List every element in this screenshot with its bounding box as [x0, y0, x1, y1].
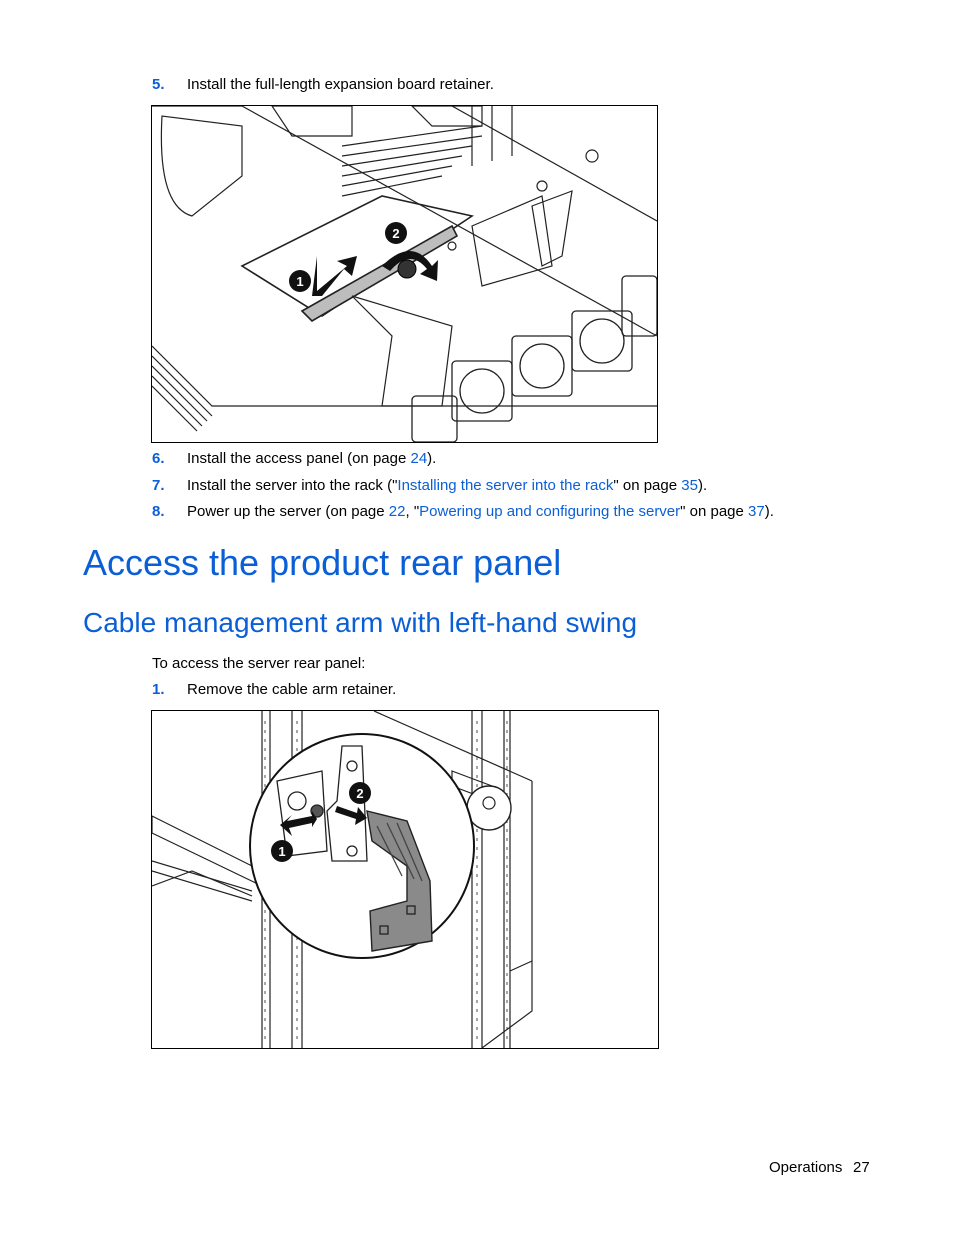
rack-cable-arm-illustration: 1 2 [152, 711, 533, 1048]
step-text-end: ). [764, 503, 774, 520]
svg-text:1: 1 [278, 844, 285, 859]
step-text: Install the server into the rack (" [187, 477, 398, 494]
link-installing-server-into-rack[interactable]: Installing the server into the rack [397, 477, 614, 494]
callout-1: 1 [289, 270, 311, 292]
step-5: 5. Install the full-length expansion boar… [152, 76, 494, 94]
step-text-mid: " on page [613, 477, 682, 494]
step-text: Install the access panel (on page [187, 450, 411, 467]
step-1: 1. Remove the cable arm retainer. [152, 681, 396, 699]
link-powering-up-and-configuring[interactable]: Powering up and configuring the server [419, 503, 681, 520]
step-number: 5. [152, 76, 165, 93]
footer-page-number: 27 [853, 1159, 870, 1176]
page-link-35[interactable]: 35 [681, 477, 698, 494]
step-8: 8. Power up the server (on page 22, "Powe… [152, 503, 774, 521]
step-number: 7. [152, 477, 165, 494]
step-text-mid2: " on page [680, 503, 749, 520]
svg-text:2: 2 [392, 226, 399, 241]
page-link-37[interactable]: 37 [748, 503, 765, 520]
figure-expansion-board-retainer: 1 2 [151, 105, 658, 443]
step-text-end: ). [427, 450, 437, 467]
footer-section: Operations [769, 1159, 843, 1176]
page-link-22[interactable]: 22 [388, 503, 406, 520]
page-link-24[interactable]: 24 [410, 450, 428, 467]
figure-cable-arm-retainer: 1 2 [151, 710, 659, 1049]
step-6: 6. Install the access panel (on page 24). [152, 450, 436, 468]
svg-text:2: 2 [356, 786, 363, 801]
step-text-mid: , " [405, 503, 420, 520]
step-number: 1. [152, 681, 165, 698]
callout-1: 1 [271, 840, 293, 862]
step-text: Power up the server (on page [187, 503, 389, 520]
svg-text:1: 1 [296, 274, 303, 289]
section-heading: Access the product rear panel [83, 542, 562, 583]
step-number: 6. [152, 450, 165, 467]
intro-paragraph: To access the server rear panel: [152, 655, 366, 672]
server-interior-illustration: 1 2 [152, 106, 657, 442]
callout-2: 2 [349, 782, 371, 804]
subsection-heading: Cable management arm with left-hand swin… [83, 607, 638, 638]
step-text: Remove the cable arm retainer. [187, 681, 397, 698]
step-number: 8. [152, 503, 165, 520]
step-text: Install the full-length expansion board … [187, 76, 494, 93]
callout-2: 2 [385, 222, 407, 244]
step-7: 7. Install the server into the rack ("Ins… [152, 477, 707, 495]
step-text-end: ). [697, 477, 708, 494]
